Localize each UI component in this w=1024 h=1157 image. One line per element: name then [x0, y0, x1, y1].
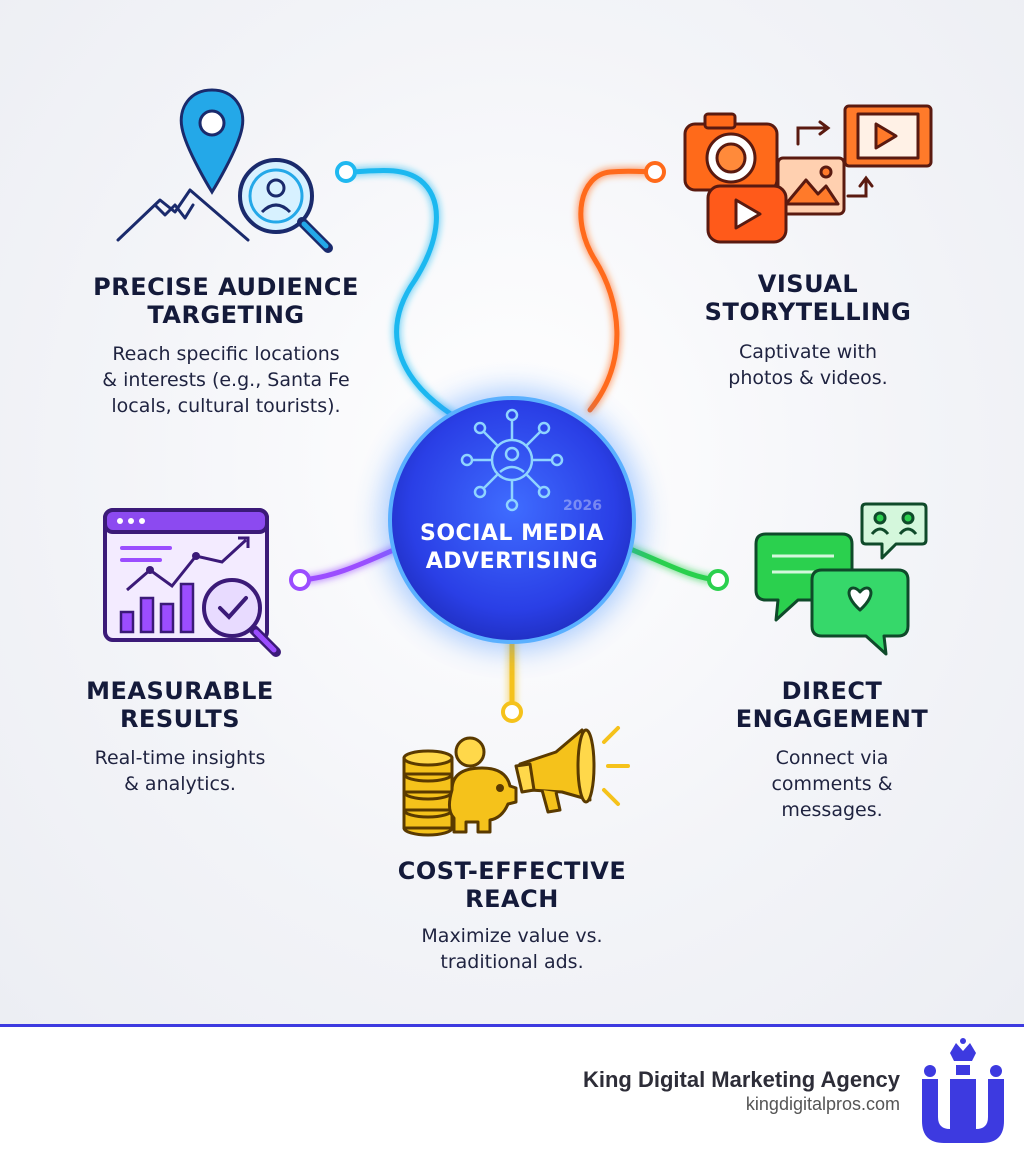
heading-engagement-line2: ENGAGEMENT [735, 705, 929, 733]
analytics-chart-icon [103, 508, 281, 657]
infographic-canvas: 2026 SOCIAL MEDIA ADVERTISING [0, 0, 1024, 1026]
desc-targeting-line2: & interests (e.g., Santa Fe [102, 369, 350, 391]
heading-storytelling-line1: VISUAL [757, 270, 859, 298]
brand-url-link[interactable]: kingdigitalpros.com [745, 1094, 900, 1114]
heading-cost-line2: REACH [465, 885, 559, 913]
camera-media-icon [683, 104, 933, 244]
connector-targeting [343, 167, 463, 423]
desc-cost-line2: traditional ads. [440, 951, 584, 973]
heading-results-line1: MEASURABLE [86, 677, 274, 705]
crown-logo-icon [922, 1038, 1004, 1143]
heading-results-line2: RESULTS [119, 705, 241, 733]
node-engagement [707, 569, 729, 591]
desc-storytelling-line2: photos & videos. [728, 367, 888, 389]
node-cost [501, 701, 523, 723]
heading-targeting-line2: TARGETING [147, 301, 305, 329]
desc-engagement-line2: comments & [771, 773, 893, 795]
node-storytelling [644, 161, 666, 183]
piggy-bank-megaphone-icon [402, 726, 630, 837]
chat-bubbles-icon [754, 502, 928, 656]
connector-storytelling [578, 168, 658, 413]
footer: King Digital Marketing Agency kingdigita… [0, 1024, 1024, 1157]
heading-storytelling-line2: STORYTELLING [704, 298, 912, 326]
desc-storytelling-line1: Captivate with [738, 341, 878, 363]
hub-title-line2: ADVERTISING [425, 549, 599, 574]
network-people-icon [460, 408, 564, 512]
desc-results-line2: & analytics. [124, 773, 236, 795]
map-pin-search-icon [116, 88, 333, 253]
hub [382, 390, 642, 650]
desc-engagement-line1: Connect via [775, 747, 889, 769]
hub-year: 2026 [563, 498, 602, 514]
desc-results-line1: Real-time insights [94, 747, 266, 769]
desc-targeting-line3: locals, cultural tourists). [111, 395, 341, 417]
desc-cost-line1: Maximize value vs. [421, 925, 603, 947]
heading-cost-line1: COST-EFFECTIVE [397, 857, 627, 885]
brand-name[interactable]: King Digital Marketing Agency [582, 1067, 900, 1092]
heading-engagement-line1: DIRECT [781, 677, 883, 705]
heading-targeting-line1: PRECISE AUDIENCE [93, 273, 359, 301]
hub-title-line1: SOCIAL MEDIA [420, 521, 604, 546]
node-results [289, 569, 311, 591]
desc-engagement-line3: messages. [781, 799, 883, 821]
node-targeting [335, 161, 357, 183]
desc-targeting-line1: Reach specific locations [112, 343, 340, 365]
